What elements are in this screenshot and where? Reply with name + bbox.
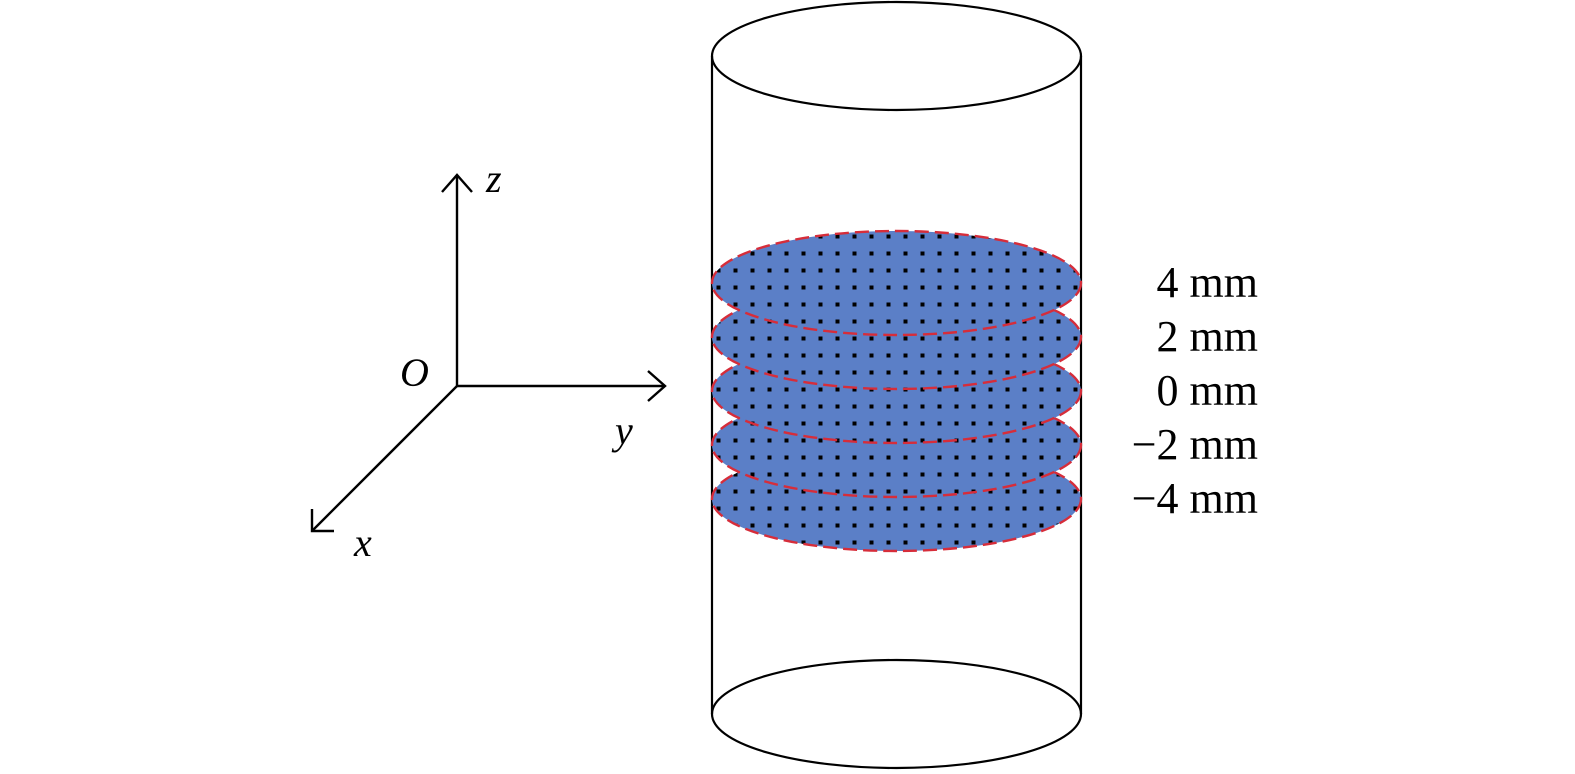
y-axis-arrowhead — [647, 370, 667, 402]
plane-border — [710, 229, 1083, 337]
cylinder-bottom-ellipse — [710, 658, 1083, 770]
plane-label: −2 mm — [1132, 420, 1258, 469]
y-axis-label: y — [611, 408, 633, 453]
cylinder-top-ellipse — [710, 0, 1083, 112]
plane-grid-points — [712, 231, 1081, 335]
origin-label: O — [400, 350, 429, 395]
z-axis-label: z — [485, 156, 502, 201]
x-axis — [311, 385, 458, 532]
measurement-planes — [710, 229, 1083, 553]
plane-label: −4 mm — [1132, 474, 1258, 523]
x-axis-label: x — [353, 520, 372, 565]
plane-label: 0 mm — [1157, 366, 1258, 415]
plane-labels: 4 mm 2 mm 0 mm −2 mm −4 mm — [1132, 258, 1258, 523]
x-axis-arrowhead — [310, 509, 334, 533]
plane-label: 4 mm — [1157, 258, 1258, 307]
plane-4mm — [710, 229, 1083, 337]
z-axis-arrowhead — [441, 173, 473, 193]
coordinate-axes: z y x O — [310, 156, 667, 565]
plane-label: 2 mm — [1157, 312, 1258, 361]
